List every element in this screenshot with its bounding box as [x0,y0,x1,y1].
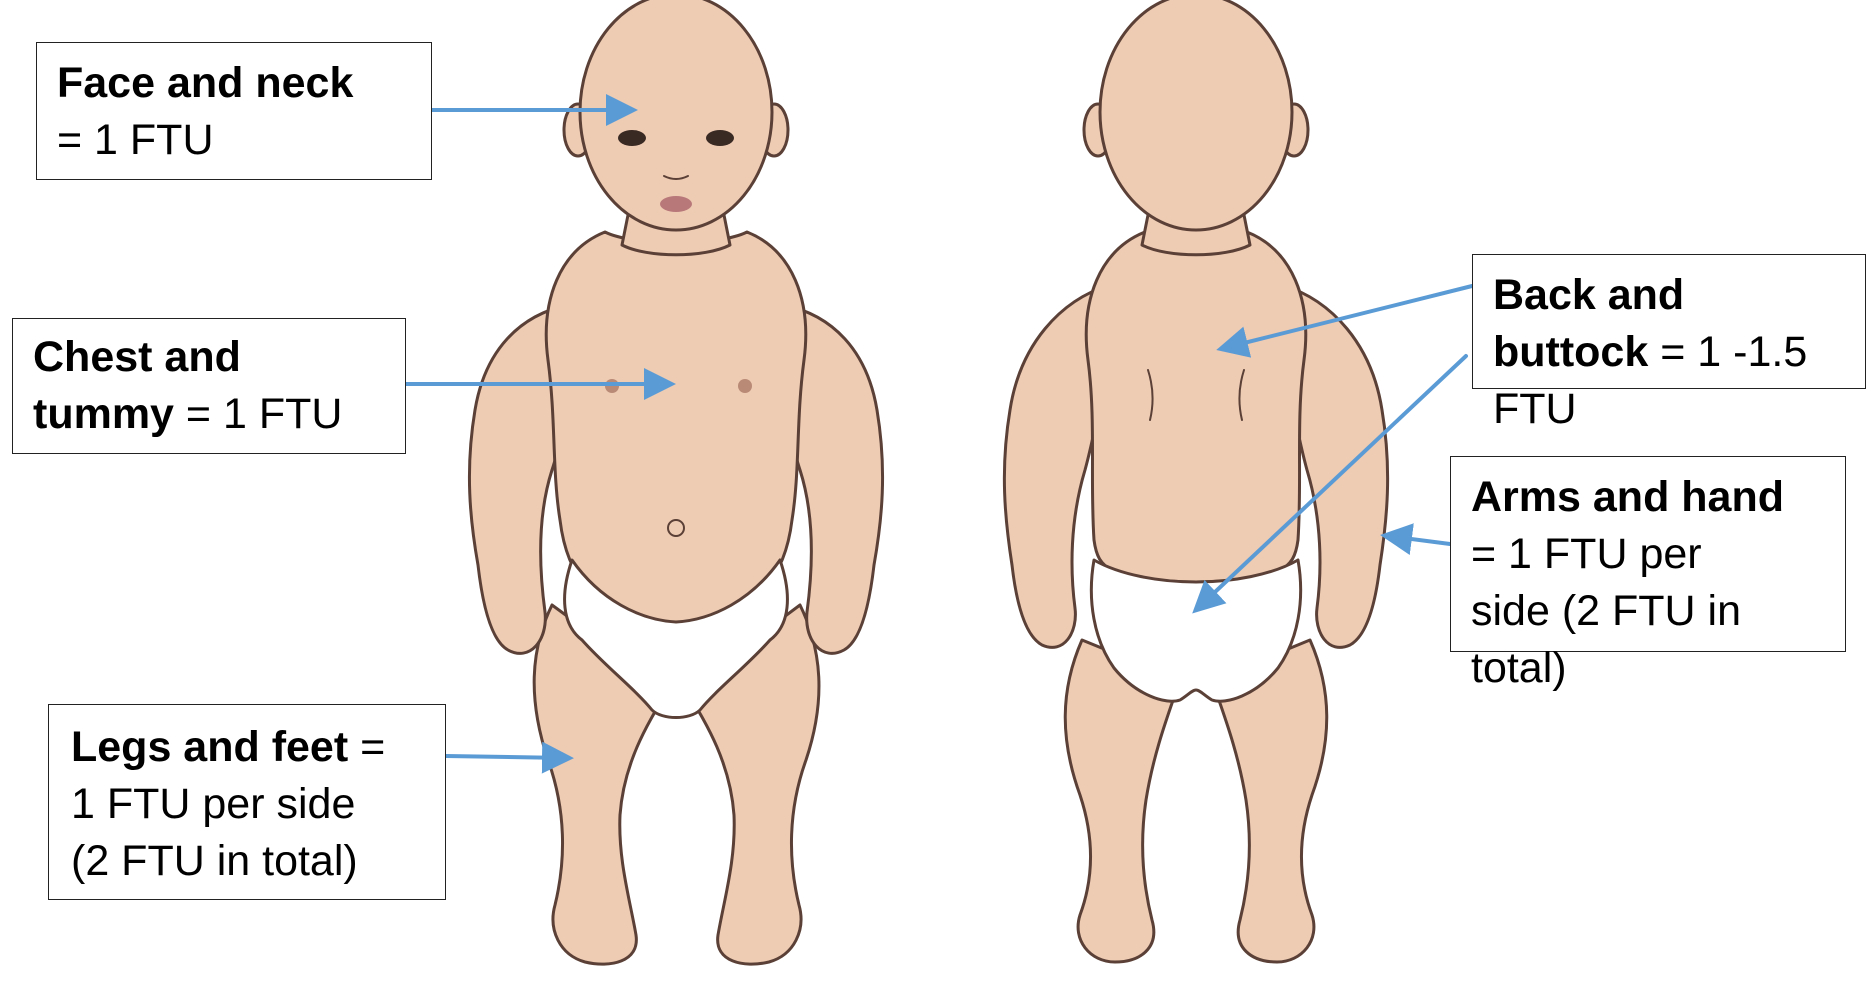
label-chest-value: = 1 FTU [174,390,342,438]
label-legs-equals: = [348,723,385,771]
label-legs-value: 1 FTU per side [71,780,355,828]
label-legs-and-feet: Legs and feet = 1 FTU per side (2 FTU in… [48,704,446,900]
label-arms-and-hand: Arms and hand = 1 FTU per side (2 FTU in… [1450,456,1846,652]
front-mouth [660,196,692,212]
label-back-unit: FTU [1493,385,1577,433]
label-face-value: = 1 FTU [57,116,214,164]
label-chest-title-2: tummy [33,390,174,438]
label-face-title: Face and neck [57,59,353,107]
label-back-title-2: buttock [1493,328,1648,376]
baby-back-illustration [1004,0,1387,962]
front-torso [546,232,805,625]
baby-front-illustration [469,0,882,964]
label-chest-and-tummy: Chest and tummy = 1 FTU [12,318,406,454]
label-legs-title: Legs and feet [71,723,348,771]
front-head [580,0,772,230]
back-head [1100,0,1292,230]
label-arms-total: total) [1471,644,1567,692]
label-arms-side: side (2 FTU in [1471,587,1741,635]
label-chest-title-1: Chest and [33,333,241,381]
arrow-arms [1388,536,1450,544]
front-right-eye [706,130,734,146]
front-right-nipple [738,379,752,393]
arrow-legs [446,756,566,758]
label-back-and-buttock: Back and buttock = 1 -1.5 FTU [1472,254,1866,389]
front-left-eye [618,130,646,146]
label-legs-total: (2 FTU in total) [71,837,358,885]
label-face-and-neck: Face and neck = 1 FTU [36,42,432,180]
label-arms-value: = 1 FTU per [1471,530,1702,578]
back-torso [1086,232,1305,582]
label-back-title-1: Back and [1493,271,1684,319]
label-arms-title: Arms and hand [1471,473,1784,521]
label-back-value: = 1 -1.5 [1648,328,1807,376]
